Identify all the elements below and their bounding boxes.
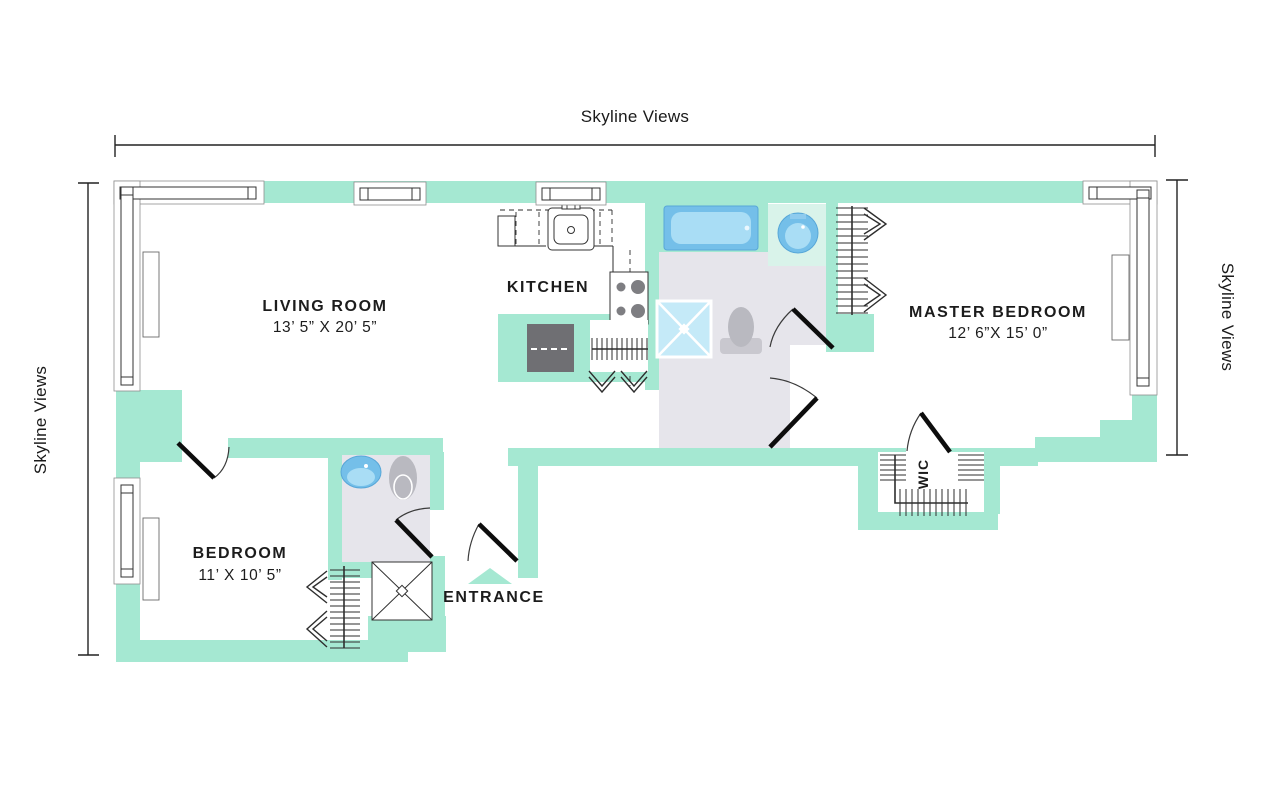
kitchen [497,201,649,394]
stove-icon [609,271,649,325]
bathroom-door-swing [769,307,835,350]
walls [116,181,1157,662]
kitchen-sink-icon [547,201,595,251]
bedroom-door-swing [176,441,230,480]
living-room-label: LIVING ROOM [262,298,387,315]
bedroom-dims: 11’ X 10’ 5” [198,567,281,584]
radiator-living-room [142,251,160,338]
refrigerator-icon [527,324,574,372]
entrance-arrow-icon [468,568,512,584]
window-kitchen-top [535,181,607,206]
dimension-line-left [78,182,99,656]
windows [113,180,1158,601]
kitchen-label: KITCHEN [507,279,589,296]
hanger-chevrons-right [863,207,888,313]
bathtub-icon [663,205,759,251]
master-bedroom-label: MASTER BEDROOM [909,304,1087,321]
hanger-chevrons-down [588,370,648,394]
window-living-top [353,181,427,206]
radiator-master-bedroom [1111,254,1130,341]
dimension-line-top [114,135,1156,157]
room-labels: LIVING ROOM 13’ 5” X 20’ 5” KITCHEN MAST… [193,279,1087,584]
bedroom-closet [305,566,360,649]
window-corner-top-left [113,180,265,392]
entrance-label: ENTRANCE [443,589,545,606]
window-corner-top-right [1082,180,1158,396]
dimension-line-right [1166,179,1188,456]
counter-end-cabinet [497,215,516,247]
living-room-dims: 13’ 5” X 20’ 5” [273,319,377,336]
bathroom2-door-swing [394,507,434,559]
bathroom-main [655,204,835,448]
master-closet [836,206,888,315]
window-bedroom [113,477,141,585]
master-bedroom-door-swing [768,377,819,449]
entrance: ENTRANCE [443,522,545,606]
shower-icon [655,299,713,359]
skyline-views-top-label: Skyline Views [581,107,689,126]
toilet-icon [720,307,762,354]
skyline-views-left-label: Skyline Views [31,366,50,474]
radiator-bedroom [142,517,160,601]
shaft-icon [371,561,433,621]
kitchen-closet [588,320,648,394]
entrance-door-swing [467,522,519,563]
bedroom-label: BEDROOM [193,545,288,562]
wic-closet: WIC [878,411,984,516]
round-sink-icon [777,212,819,254]
hanger-chevrons-left [305,570,328,648]
wic-door-swing [906,411,952,454]
bathroom-second [340,455,434,562]
skyline-views-right-label: Skyline Views [1218,263,1237,371]
master-bedroom-dims: 12’ 6”X 15’ 0” [948,325,1047,342]
oval-sink-icon [340,455,382,489]
toilet2-icon [389,456,417,500]
wic-label: WIC [915,459,931,489]
